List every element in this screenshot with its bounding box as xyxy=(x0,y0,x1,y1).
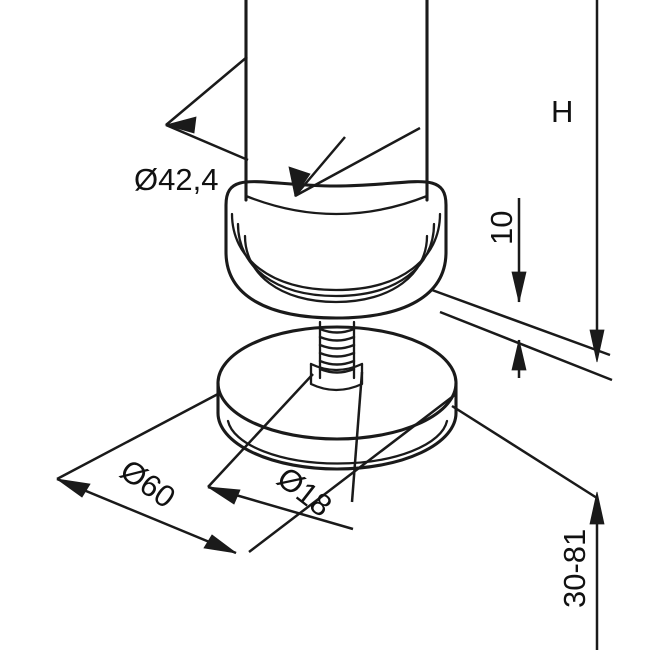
stud-dia-extline-left xyxy=(207,373,314,488)
thread-turn-2 xyxy=(318,335,356,342)
extline-cap-bottom xyxy=(431,288,611,357)
tube-geometry xyxy=(244,0,429,216)
thread-turn-1 xyxy=(318,327,356,334)
cover-cap-contour-2 xyxy=(236,222,436,298)
thread-turn-3 xyxy=(318,343,356,350)
base-dia-arrow-end xyxy=(203,534,237,554)
thread-turn-6 xyxy=(318,367,356,374)
base-dia-arrow-start xyxy=(56,478,91,498)
stud-collar-top-edge xyxy=(309,362,364,372)
dimension-stud-diameter: Ø18 xyxy=(207,371,364,531)
extension-lines-right xyxy=(431,288,613,382)
thread-turn-5 xyxy=(318,359,356,366)
cover-height-arrow-down xyxy=(511,271,527,303)
range-arrow-up xyxy=(589,491,605,525)
cover-cap-bottom-edge xyxy=(224,250,448,320)
cover-cap-contour-3 xyxy=(243,234,429,304)
tube-bottom-edge xyxy=(244,194,429,216)
total-height-label: H xyxy=(551,94,573,129)
adjustable-range-label: 30-81 xyxy=(557,529,592,608)
dimension-adjustable-range: 30-81 xyxy=(451,404,605,650)
dimension-cover-height: 10 xyxy=(484,198,527,378)
cover-height-arrow-up xyxy=(511,339,527,371)
extline-stud-top xyxy=(439,310,613,382)
dimension-base-diameter: Ø60 xyxy=(56,392,457,555)
tube-dia-arrow-right xyxy=(288,166,311,198)
stud-dia-arrow-start xyxy=(207,486,241,505)
tube-dia-leader-right-lower xyxy=(294,136,346,197)
base-plate-geometry xyxy=(216,325,458,471)
tube-dia-leader-right-upper xyxy=(294,126,421,198)
threaded-stud-geometry xyxy=(309,320,364,392)
tube-dia-leader-lower xyxy=(165,123,249,162)
tube-dia-arrow-left xyxy=(164,116,197,134)
tube-dia-leader-upper xyxy=(165,56,248,126)
total-height-arrow-down xyxy=(589,329,605,363)
thread-turn-4 xyxy=(318,351,356,358)
base-plate-bottom-arc xyxy=(216,411,458,471)
dimension-tube-diameter: Ø42,4 xyxy=(134,56,421,198)
base-dia-dimline xyxy=(56,477,237,555)
cover-cap-geometry xyxy=(224,180,448,320)
dimension-total-height: H xyxy=(551,0,605,363)
stud-dia-extline-right xyxy=(350,371,364,503)
range-extline-diagonal xyxy=(451,404,598,500)
base-dia-extline-left xyxy=(56,392,219,481)
base-dia-extline-right xyxy=(248,393,457,553)
tube-diameter-label: Ø42,4 xyxy=(134,162,218,197)
base-plate-inner-contour xyxy=(226,419,449,465)
cover-height-label: 10 xyxy=(484,211,519,245)
